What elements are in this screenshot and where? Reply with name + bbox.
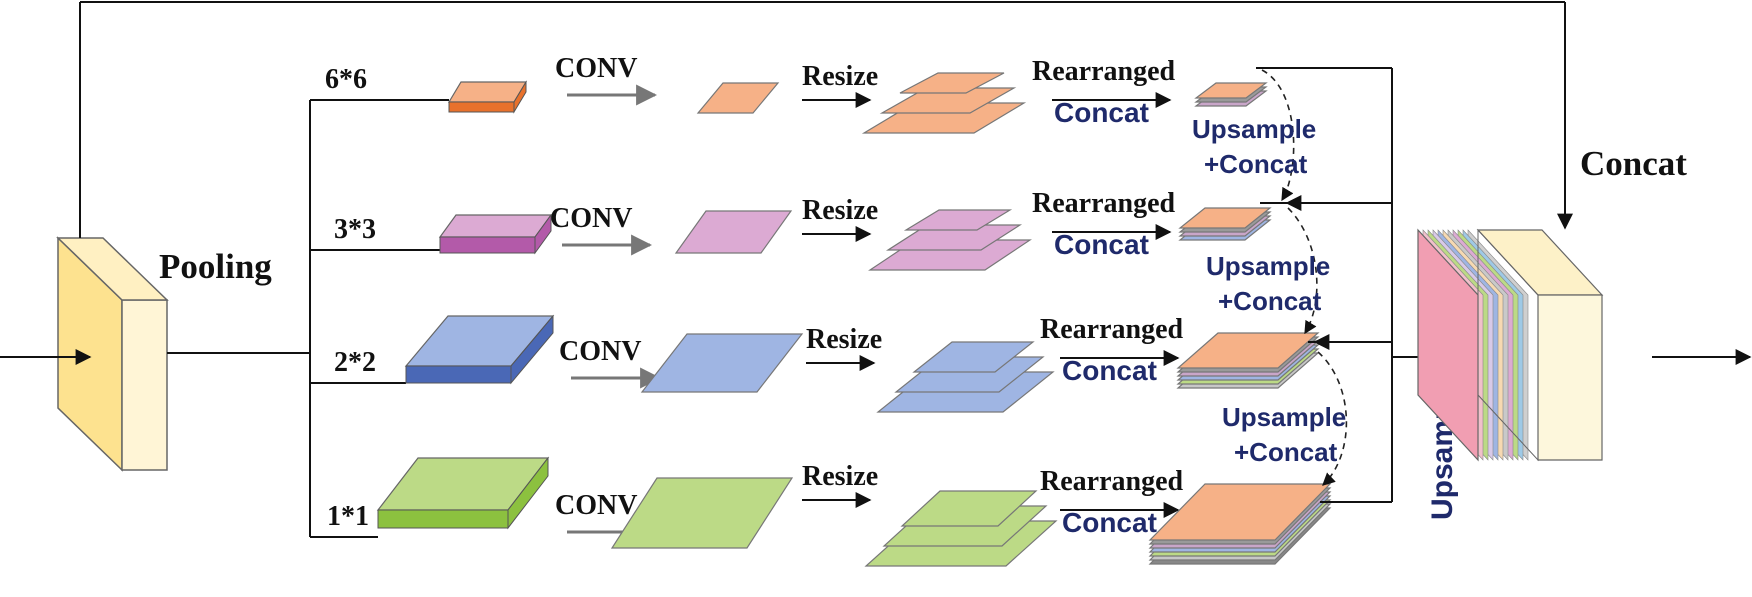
concat-label: Concat	[1054, 229, 1149, 260]
concat-feature-stack	[1178, 207, 1272, 241]
resized-feature-stack	[861, 72, 1027, 134]
upsample-path-1	[1261, 69, 1295, 202]
concat-label: Concat	[1062, 355, 1157, 386]
conv-feature-map	[696, 82, 780, 114]
scale-label: 1*1	[327, 501, 369, 532]
conv-label: CONV	[555, 490, 637, 521]
upsample-path-2	[1287, 207, 1318, 335]
plus-concat-label: +Concat	[1218, 286, 1322, 316]
scale-label: 6*6	[325, 64, 367, 95]
concat-label: Concat	[1054, 97, 1149, 128]
pooled-feature-block	[447, 80, 528, 114]
output-front-face	[1417, 228, 1479, 462]
conv-feature-map	[640, 333, 804, 393]
resized-feature-stack	[868, 209, 1032, 271]
scale-label: 3*3	[334, 214, 376, 245]
rearranged-label: Rearranged	[1032, 188, 1176, 219]
concat-feature-stack	[1194, 82, 1268, 107]
pooled-feature-block	[404, 314, 555, 385]
resize-label: Resize	[802, 195, 878, 226]
pooled-feature-block	[438, 213, 553, 255]
upsample-label: Upsample	[1192, 114, 1316, 144]
plus-concat-label: +Concat	[1234, 437, 1338, 467]
rearranged-label: Rearranged	[1040, 314, 1184, 345]
output-concat-block	[1417, 228, 1604, 462]
resize-label: Resize	[806, 324, 882, 355]
conv-label: CONV	[550, 203, 632, 234]
final-concat-label: Concat	[1580, 144, 1687, 183]
concat-feature-stack	[1148, 483, 1332, 565]
output-side-face	[1537, 294, 1603, 461]
resized-feature-stack	[864, 490, 1058, 567]
rearranged-label: Rearranged	[1032, 56, 1176, 87]
resize-label: Resize	[802, 61, 878, 92]
input-feature-block	[56, 236, 169, 472]
resized-feature-stack	[876, 341, 1055, 413]
resize-label: Resize	[802, 461, 878, 492]
conv-feature-map	[674, 210, 793, 254]
conv-label: CONV	[555, 53, 637, 84]
scale-label: 2*2	[334, 347, 376, 378]
conv-label: CONV	[559, 336, 641, 367]
rearranged-label: Rearranged	[1040, 466, 1184, 497]
concat-feature-stack	[1176, 332, 1320, 389]
pooling-label: Pooling	[159, 247, 272, 286]
pooled-feature-block	[376, 456, 550, 530]
upsample-label: Upsample	[1222, 402, 1346, 432]
concat-label: Concat	[1062, 507, 1157, 538]
conv-feature-map	[610, 477, 794, 549]
upsample-label: Upsample	[1206, 251, 1330, 281]
plus-concat-label: +Concat	[1204, 149, 1308, 179]
